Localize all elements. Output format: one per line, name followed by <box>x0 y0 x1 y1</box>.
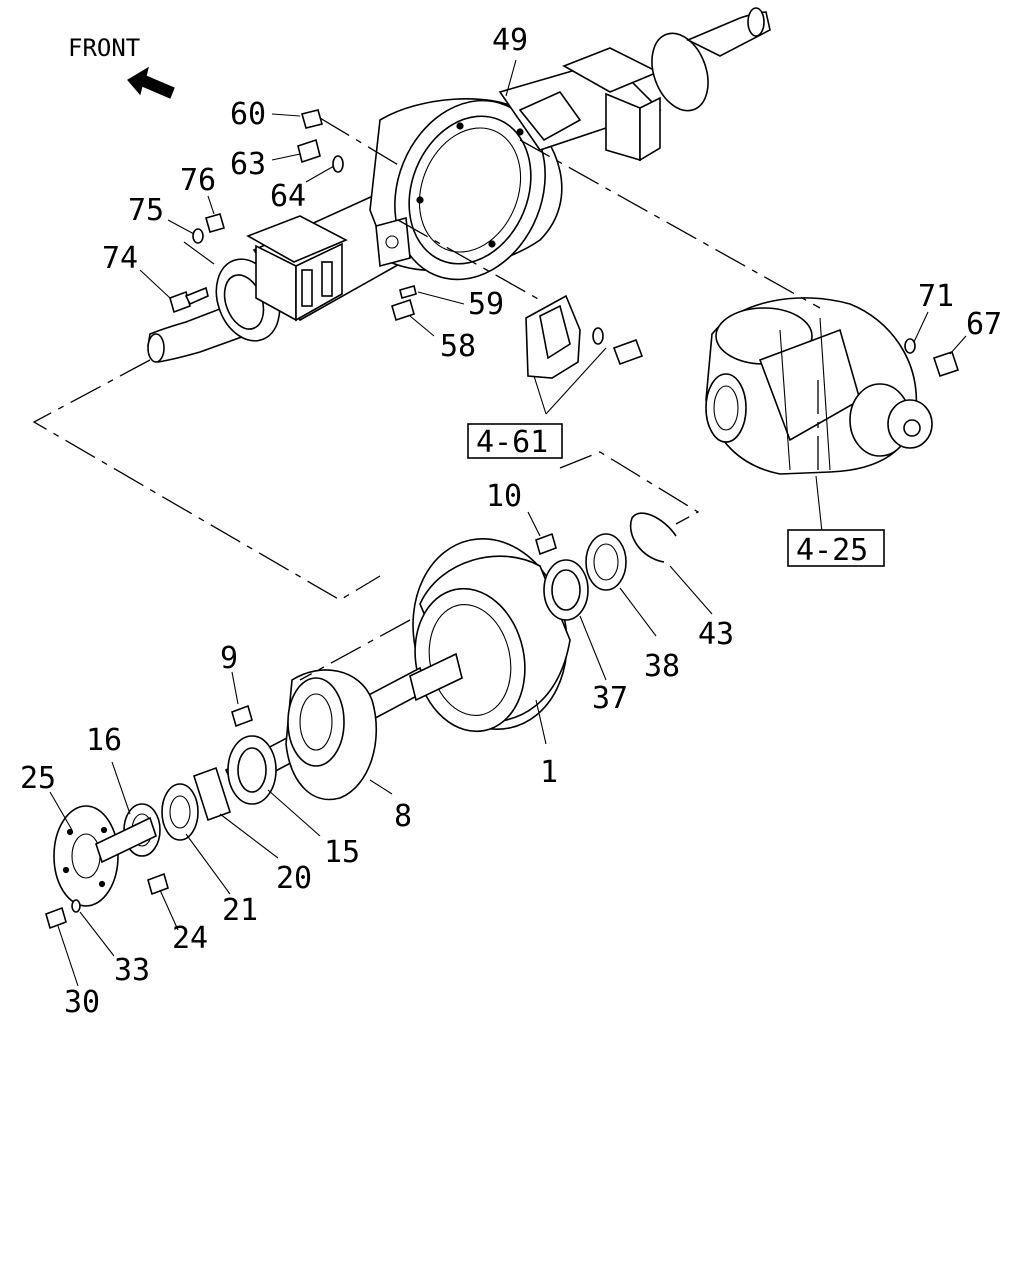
callout-15: 15 <box>324 835 360 870</box>
callout-25: 25 <box>20 761 56 796</box>
callout-59: 59 <box>468 287 504 322</box>
callout-71: 71 <box>918 279 954 314</box>
reference-4-25-label[interactable]: 4-25 <box>796 533 868 568</box>
callout-20: 20 <box>276 861 312 896</box>
callout-76: 76 <box>180 163 216 198</box>
callout-1: 1 <box>540 755 558 790</box>
axle-housing <box>147 7 771 363</box>
callout-58: 58 <box>440 329 476 364</box>
leader-lines <box>49 59 967 987</box>
callout-60: 60 <box>230 97 266 132</box>
front-indicator: FRONT <box>68 34 175 99</box>
callout-labels: 49 60 63 64 76 75 74 59 58 71 67 10 43 3… <box>20 23 1002 1020</box>
callout-75: 75 <box>128 193 164 228</box>
callout-64: 64 <box>270 179 306 214</box>
callout-43: 43 <box>698 617 734 652</box>
callout-67: 67 <box>966 307 1002 342</box>
front-label: FRONT <box>68 34 140 62</box>
callout-33: 33 <box>114 953 150 988</box>
callout-10: 10 <box>486 479 522 514</box>
wheel-hub-group <box>45 512 677 930</box>
callout-49: 49 <box>492 23 528 58</box>
callout-74: 74 <box>102 241 138 276</box>
reference-4-25[interactable]: 4-25 <box>787 529 885 568</box>
assembly-lines <box>32 117 821 681</box>
callout-21: 21 <box>222 893 258 928</box>
callout-37: 37 <box>592 681 628 716</box>
reference-4-61-label[interactable]: 4-61 <box>476 425 548 460</box>
callout-8: 8 <box>394 799 412 834</box>
arrow-left-icon <box>127 66 175 99</box>
callout-38: 38 <box>644 649 680 684</box>
callout-63: 63 <box>230 147 266 182</box>
callout-24: 24 <box>172 921 208 956</box>
reference-4-61[interactable]: 4-61 <box>467 423 563 460</box>
differential-carrier <box>705 297 960 475</box>
callout-16: 16 <box>86 723 122 758</box>
callout-9: 9 <box>220 641 238 676</box>
housing-fasteners <box>169 109 644 379</box>
callout-30: 30 <box>64 985 100 1020</box>
